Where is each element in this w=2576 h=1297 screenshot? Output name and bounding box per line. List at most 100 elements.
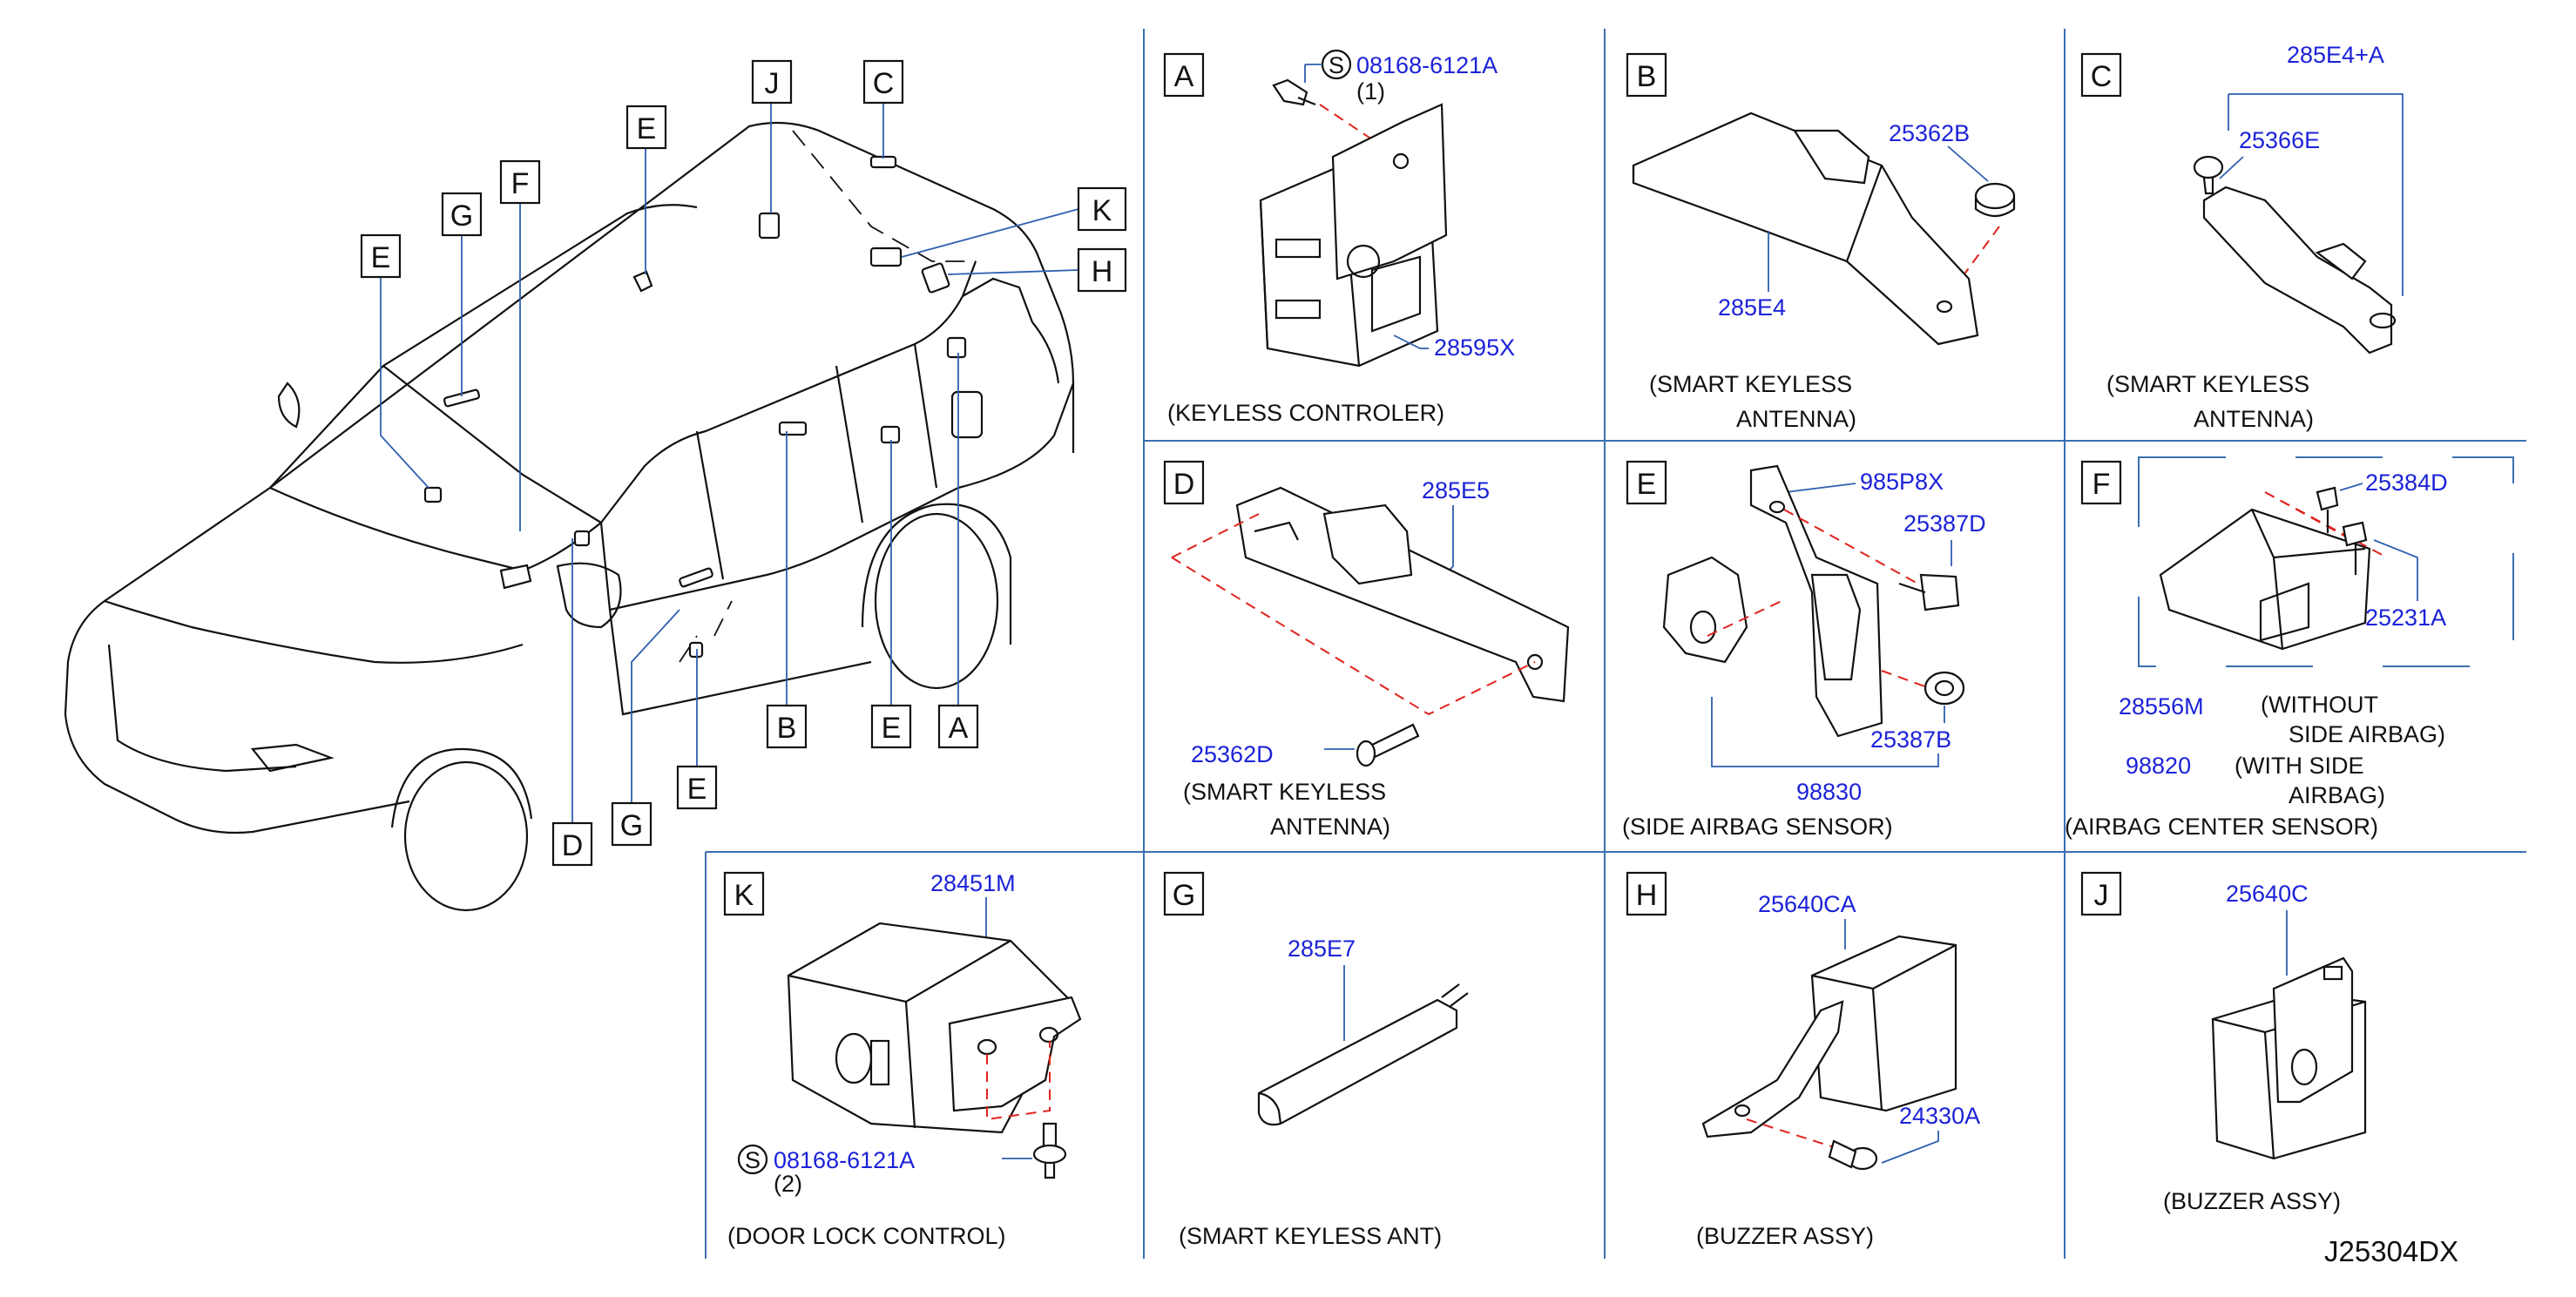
callout-E: E [676, 765, 718, 810]
vehicle-component-marks [423, 155, 967, 659]
svg-text:E: E [687, 773, 707, 806]
part-number-sensor: 98830 [1796, 779, 1862, 805]
svg-text:F: F [511, 167, 530, 200]
side-airbag-sensor-drawing [1662, 464, 1883, 738]
caption-line: ANTENNA) [1270, 814, 1390, 840]
svg-text:H: H [1092, 255, 1113, 288]
svg-text:B: B [777, 712, 797, 745]
part-number-nut: 25387B [1870, 726, 1951, 753]
s-mark: S [1329, 52, 1344, 78]
svg-text:G: G [1173, 879, 1195, 912]
part-number-antenna: 285E4 [1718, 294, 1786, 321]
smart-keyless-ant-drawing [1257, 983, 1469, 1126]
panel-B: B 25362B 285E4 (SMART KEYLESS ANTENNA) [1626, 52, 2016, 432]
svg-text:K: K [734, 879, 754, 912]
part-number-module: 28595X [1434, 334, 1515, 361]
part-number-antenna: 285E5 [1422, 477, 1490, 503]
buzzer-assy-drawing [1701, 935, 1957, 1138]
part-number-bolt: 25387D [1903, 510, 1986, 537]
keyless-controller-drawing [1259, 103, 1448, 368]
bolt-drawing [2316, 486, 2368, 575]
part-number-bolt: 08168-6121A [1356, 52, 1498, 78]
caption-line: (SMART KEYLESS [1183, 779, 1386, 805]
bolt-qty: (2) [774, 1171, 802, 1197]
svg-text:G: G [450, 199, 473, 233]
part-number-clip: 25366E [2239, 127, 2320, 153]
callout-C: C [862, 59, 904, 105]
caption-line: ANTENNA) [1736, 406, 1856, 432]
svg-text:E: E [882, 712, 902, 745]
callout-F: F [499, 159, 541, 205]
smart-keyless-antenna-drawing [2202, 186, 2397, 355]
panel-A: A S 08168-6121A (1) 28595X (KEYLESS CONT… [1163, 49, 1515, 426]
panel-dividers [705, 29, 2526, 1259]
callout-B: B [766, 704, 808, 749]
airbag-center-sensor-drawing [2159, 508, 2371, 651]
callout-A: A [937, 704, 979, 749]
variant-description: (WITH SIDE [2235, 753, 2364, 779]
callout-D: D [551, 821, 593, 867]
part-number-buzzer: 25640C [2226, 881, 2309, 907]
svg-text:J: J [2094, 879, 2109, 912]
door-lock-control-drawing [787, 922, 1082, 1134]
svg-text:J: J [765, 67, 780, 100]
caption-line: (SMART KEYLESS [2106, 371, 2309, 397]
panel-K: K 28451M S 08168-6121A (2) (DOOR LOCK CO… [723, 870, 1082, 1249]
nut-drawing [1924, 671, 1965, 706]
clip-drawing [2193, 155, 2224, 195]
svg-text:G: G [620, 809, 643, 842]
part-number-screw: 25362D [1191, 741, 1274, 767]
screw-drawing [1356, 723, 1420, 767]
caption-line: (AIRBAG CENTER SENSOR) [2065, 814, 2378, 840]
bolt-drawing [1898, 573, 1960, 611]
bolt-qty: (1) [1356, 78, 1385, 105]
variant-description: SIDE AIRBAG) [2289, 721, 2445, 747]
bolt-drawing [1032, 1122, 1067, 1179]
vehicle-leader-lines [380, 103, 1079, 823]
svg-text:E: E [1637, 468, 1657, 501]
svg-text:D: D [1173, 468, 1195, 501]
variant-part-number: 28556M [2119, 693, 2204, 719]
panel-H: H 25640CA 24330A (BUZZER ASSY) [1626, 871, 1980, 1249]
bolt-drawing [1828, 1139, 1878, 1171]
caption-line: (BUZZER ASSY) [1696, 1223, 1874, 1249]
diagram-id: J25304DX [2324, 1235, 2458, 1267]
variant-row: 28556M (WITHOUT SIDE AIRBAG) [2119, 692, 2445, 747]
caption-line: (SMART KEYLESS [1649, 371, 1852, 397]
panel-F: F 25384D 25231A 28556M (WITHOUT SIDE AIR… [2065, 456, 2514, 840]
panel-D: D 285E5 25362D (SMART KEYLESS ANTENNA) [1163, 460, 1570, 840]
smart-keyless-antenna-drawing [1632, 111, 1979, 346]
caption-line: (BUZZER ASSY) [2163, 1188, 2341, 1214]
panel-C: C 285E4+A 25366E (SMART KEYLESS ANTENNA) [2080, 42, 2404, 432]
svg-text:B: B [1637, 60, 1657, 93]
callout-E: E [360, 233, 402, 279]
part-number-bolt: 08168-6121A [774, 1147, 915, 1173]
panel-J: J 25640C (BUZZER ASSY) [2080, 871, 2367, 1214]
callout-E: E [870, 704, 912, 749]
caption-line: (SMART KEYLESS ANT) [1179, 1223, 1442, 1249]
caption-line: (KEYLESS CONTROLER) [1167, 400, 1444, 426]
svg-text:A: A [1174, 60, 1194, 93]
panel-G: G 285E7 (SMART KEYLESS ANT) [1163, 871, 1469, 1249]
nut-drawing [1974, 182, 2016, 218]
part-number-assy: 285E4+A [2287, 42, 2384, 68]
part-number-module: 28451M [930, 870, 1016, 896]
variant-description: (WITHOUT [2261, 692, 2378, 718]
variant-row: 98820 (WITH SIDE AIRBAG) [2126, 753, 2385, 808]
svg-text:A: A [949, 712, 969, 745]
buzzer-assy-drawing [2211, 956, 2367, 1160]
part-number-bolt: 24330A [1899, 1103, 1980, 1129]
s-mark: S [745, 1147, 761, 1173]
callout-H: H [1077, 247, 1127, 293]
svg-text:H: H [1636, 879, 1658, 912]
caption-line: ANTENNA) [2194, 406, 2314, 432]
variant-part-number: 98820 [2126, 753, 2191, 779]
variant-description: AIRBAG) [2289, 782, 2385, 808]
part-number-bracket: 985P8X [1860, 469, 1944, 495]
callout-G: G [611, 801, 652, 847]
callout-G: G [441, 192, 483, 237]
svg-text:C: C [873, 67, 895, 100]
svg-text:E: E [371, 241, 391, 274]
